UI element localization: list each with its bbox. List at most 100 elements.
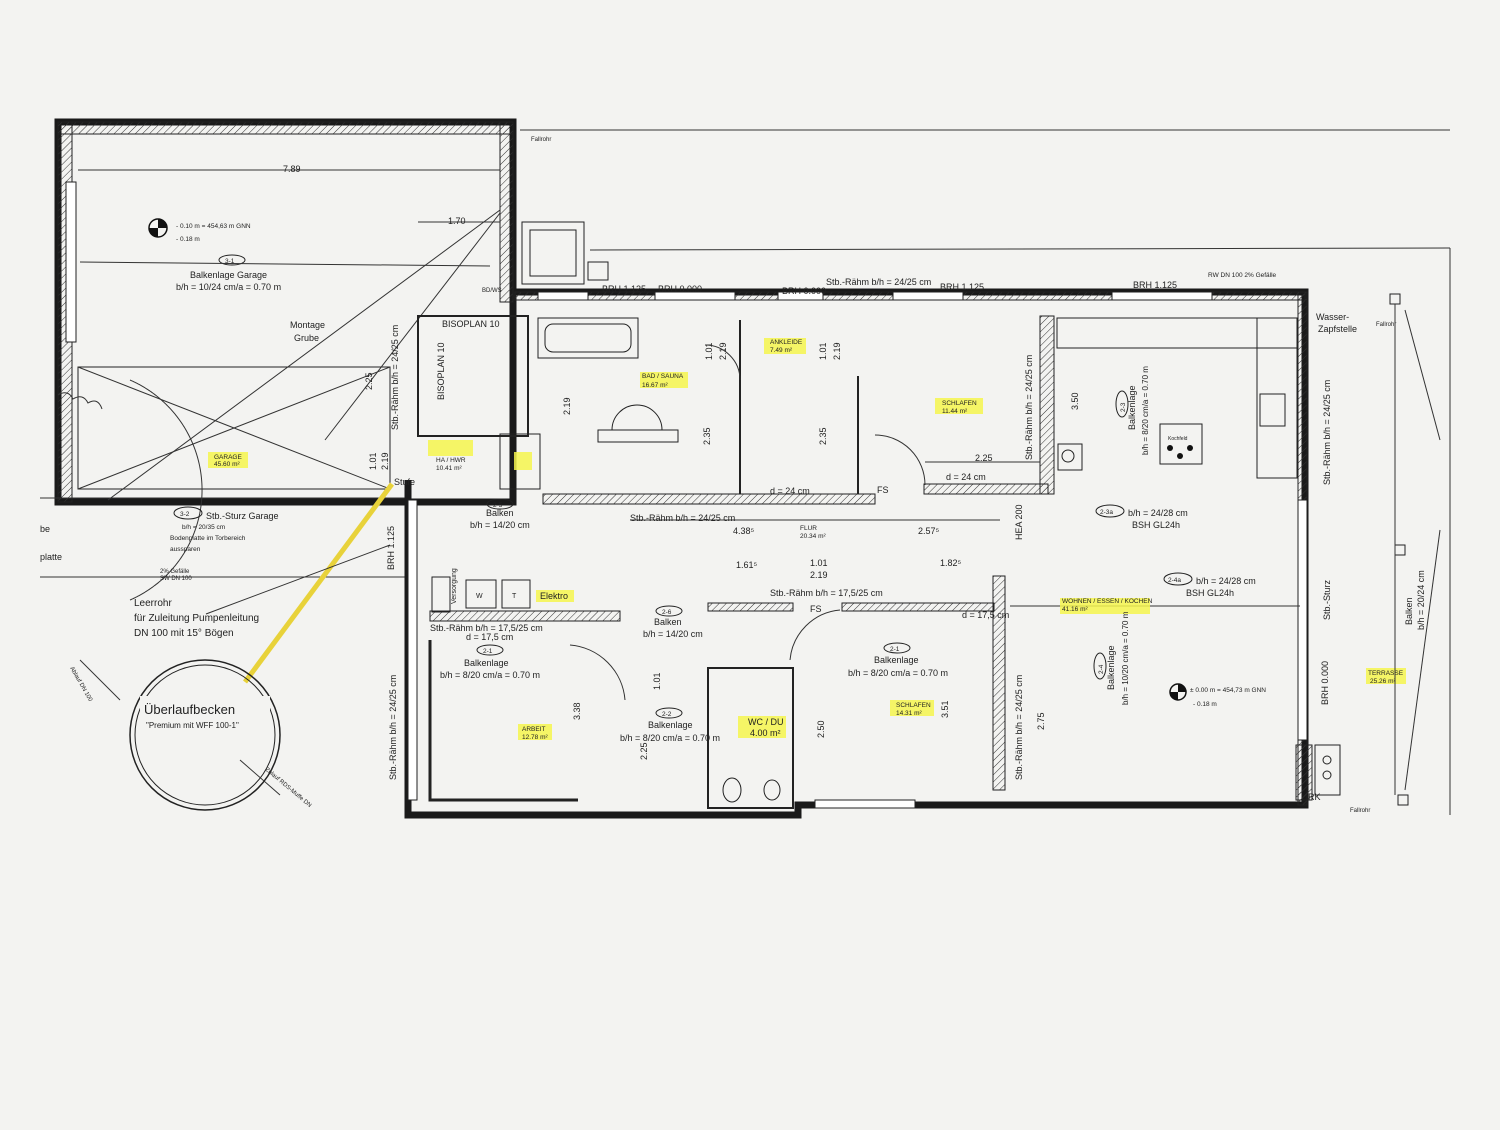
fallrohr-top: Fallrohr: [531, 137, 551, 143]
kitchen-island: [1159, 423, 1203, 465]
wohnen-name: WOHNEN / ESSEN / KOCHEN: [1062, 598, 1153, 605]
garage-door-arc: [129, 379, 203, 601]
heizung-highlight: [514, 452, 532, 470]
washer-drum: [1061, 449, 1075, 463]
schlafen1-highlight: [935, 398, 983, 414]
montage-grube-label-1: Montage: [290, 320, 325, 330]
balkenlage-c: Balkenlage: [648, 720, 693, 730]
bisoplan-room: [417, 315, 529, 437]
balcony-step: [587, 261, 609, 281]
ankleide-name: ANKLEIDE: [770, 339, 803, 346]
balkenlage-garage-label: Balkenlage Garage: [190, 270, 267, 280]
terrace-roof-line-1: [1404, 309, 1441, 441]
garage-room-area: 45.60 m²: [214, 461, 240, 468]
hob-2: [1187, 445, 1193, 451]
wc-du-room: [707, 667, 794, 809]
fallrohr-bottom: Fallrohr: [1350, 808, 1370, 814]
d175-label: d = 17,5 cm: [962, 610, 1009, 620]
rahm-175: Stb.-Rähm b/h = 17,5/25 cm: [430, 623, 543, 633]
brh-1125-c: BRH 1.125: [1133, 280, 1177, 290]
wc-du-area: 4.00 m²: [750, 728, 781, 738]
dryer-t: [501, 579, 531, 609]
balken-26-tag-shape: [655, 605, 683, 617]
leerrohr-1: Leerrohr: [134, 598, 172, 609]
dim-170: 1.70: [448, 216, 466, 226]
d24-b: d = 24 cm: [946, 472, 986, 482]
bad-sauna-area: 16.67 m²: [642, 382, 668, 389]
window-left-1: [407, 499, 418, 801]
dim-225-schlafen: 2.25: [975, 453, 993, 463]
dim-101-flur: 1.01: [810, 558, 828, 568]
brh-left: BRH 1.125: [386, 526, 396, 570]
rahm-bisoplan: Stb.-Rähm b/h = 24/25 cm: [390, 325, 400, 430]
dim-225-left: 2.25: [364, 372, 374, 390]
dim-182: 1.82⁵: [940, 558, 962, 568]
bodenplatte-1: Bodenplatte im Torbereich: [170, 535, 246, 542]
balken-22-tag: 2-2: [662, 711, 672, 718]
dim-257: 2.57⁵: [918, 526, 940, 536]
terrace-post-3: [1397, 794, 1409, 806]
dim-338: 3.38: [572, 702, 582, 720]
dim-101-ankleide: 1.01: [818, 342, 828, 360]
heia-label: HEA 200: [1014, 504, 1024, 540]
schlafen1-area: 11.44 m²: [942, 408, 968, 415]
heating-unit: [499, 433, 541, 490]
garage-level-fill: [149, 219, 167, 237]
rahm-right-v: Stb.-Rähm b/h = 24/25 cm: [1322, 380, 1332, 485]
balken-21a-tag: 2-1: [483, 648, 493, 655]
wc-du-name: WC / DU: [748, 717, 784, 727]
garage-width-dim: 7.89: [283, 164, 301, 174]
door-arbeit-arc: [569, 644, 626, 701]
living-level-2: - 0.18 m: [1193, 701, 1217, 708]
balkenlage-d-size: b/h = 10/20 cm/a = 0.70 m: [1121, 611, 1130, 705]
terrasse-name: TERRASSE: [1368, 670, 1404, 677]
dim-161: 1.61⁵: [736, 560, 758, 570]
schlafen1-name: SCHLAFEN: [942, 400, 977, 407]
toilet: [722, 777, 742, 803]
balkenlage-e: Balkenlage: [1127, 385, 1137, 430]
inner-wall-hatch-6: [707, 602, 794, 612]
sauna-bench: [611, 404, 663, 431]
flur-name: FLUR: [800, 525, 817, 532]
overflow-title: Überlaufbecken: [144, 702, 235, 717]
balkenlage-d: Balkenlage: [1106, 645, 1116, 690]
sturz-garage-tag: 3-2: [180, 511, 190, 518]
dim-101-left: 1.01: [368, 452, 378, 470]
ablauf-line: [79, 659, 121, 701]
window-right-1: [1297, 499, 1308, 741]
bd-label-garage: BD/WS: [482, 288, 502, 294]
balkenlage-a-size: b/h = 8/20 cm/a = 0.70 m: [440, 670, 540, 680]
chimney-circle-2: [1322, 770, 1332, 780]
wasser-1: Wasser-: [1316, 312, 1349, 322]
bad-sauna-highlight: [640, 372, 688, 388]
terrace-roof-line-2: [1404, 529, 1441, 791]
balkenlage-garage-tag: 3-1: [225, 258, 235, 265]
edge-text-platte: platte: [40, 552, 62, 562]
arbeit-name: ARBEIT: [522, 726, 546, 733]
arbeit-highlight: [518, 724, 552, 740]
brh-0000-b: BRH 0.000: [782, 286, 826, 296]
balken-right: Balken: [1404, 597, 1414, 625]
rahm-175b: Stb.-Rähm b/h = 17,5/25 cm: [770, 588, 883, 598]
fs-2: FS: [810, 604, 822, 614]
wc-du-highlight: [738, 716, 786, 738]
arbeit-inner-wall: [428, 640, 578, 802]
overflow-tank: [129, 659, 281, 811]
balken-26-label: Balken: [654, 617, 682, 627]
window-bottom-1: [814, 799, 916, 809]
kitchen-sink: [1259, 393, 1286, 427]
chimney-circle-1: [1322, 755, 1332, 765]
sturz-right: Stb.-Sturz: [1322, 579, 1332, 620]
leerrohr-2: für Zuleitung Pumpenleitung: [134, 613, 259, 624]
rahm-24a-tag: 2-4a: [1168, 577, 1181, 584]
terrasse-area: 25.26 m²: [1370, 678, 1396, 685]
balcony-top-inner: [529, 229, 577, 277]
ankleide-area: 7.49 m²: [770, 347, 793, 354]
garage-stair-diag: [324, 212, 501, 441]
balken-25-label: Balken: [486, 508, 514, 518]
kitchen-counter-right: [1256, 317, 1298, 479]
balkenlage-garage-line: [79, 261, 491, 267]
dim-101-22: 1.01: [652, 672, 662, 690]
